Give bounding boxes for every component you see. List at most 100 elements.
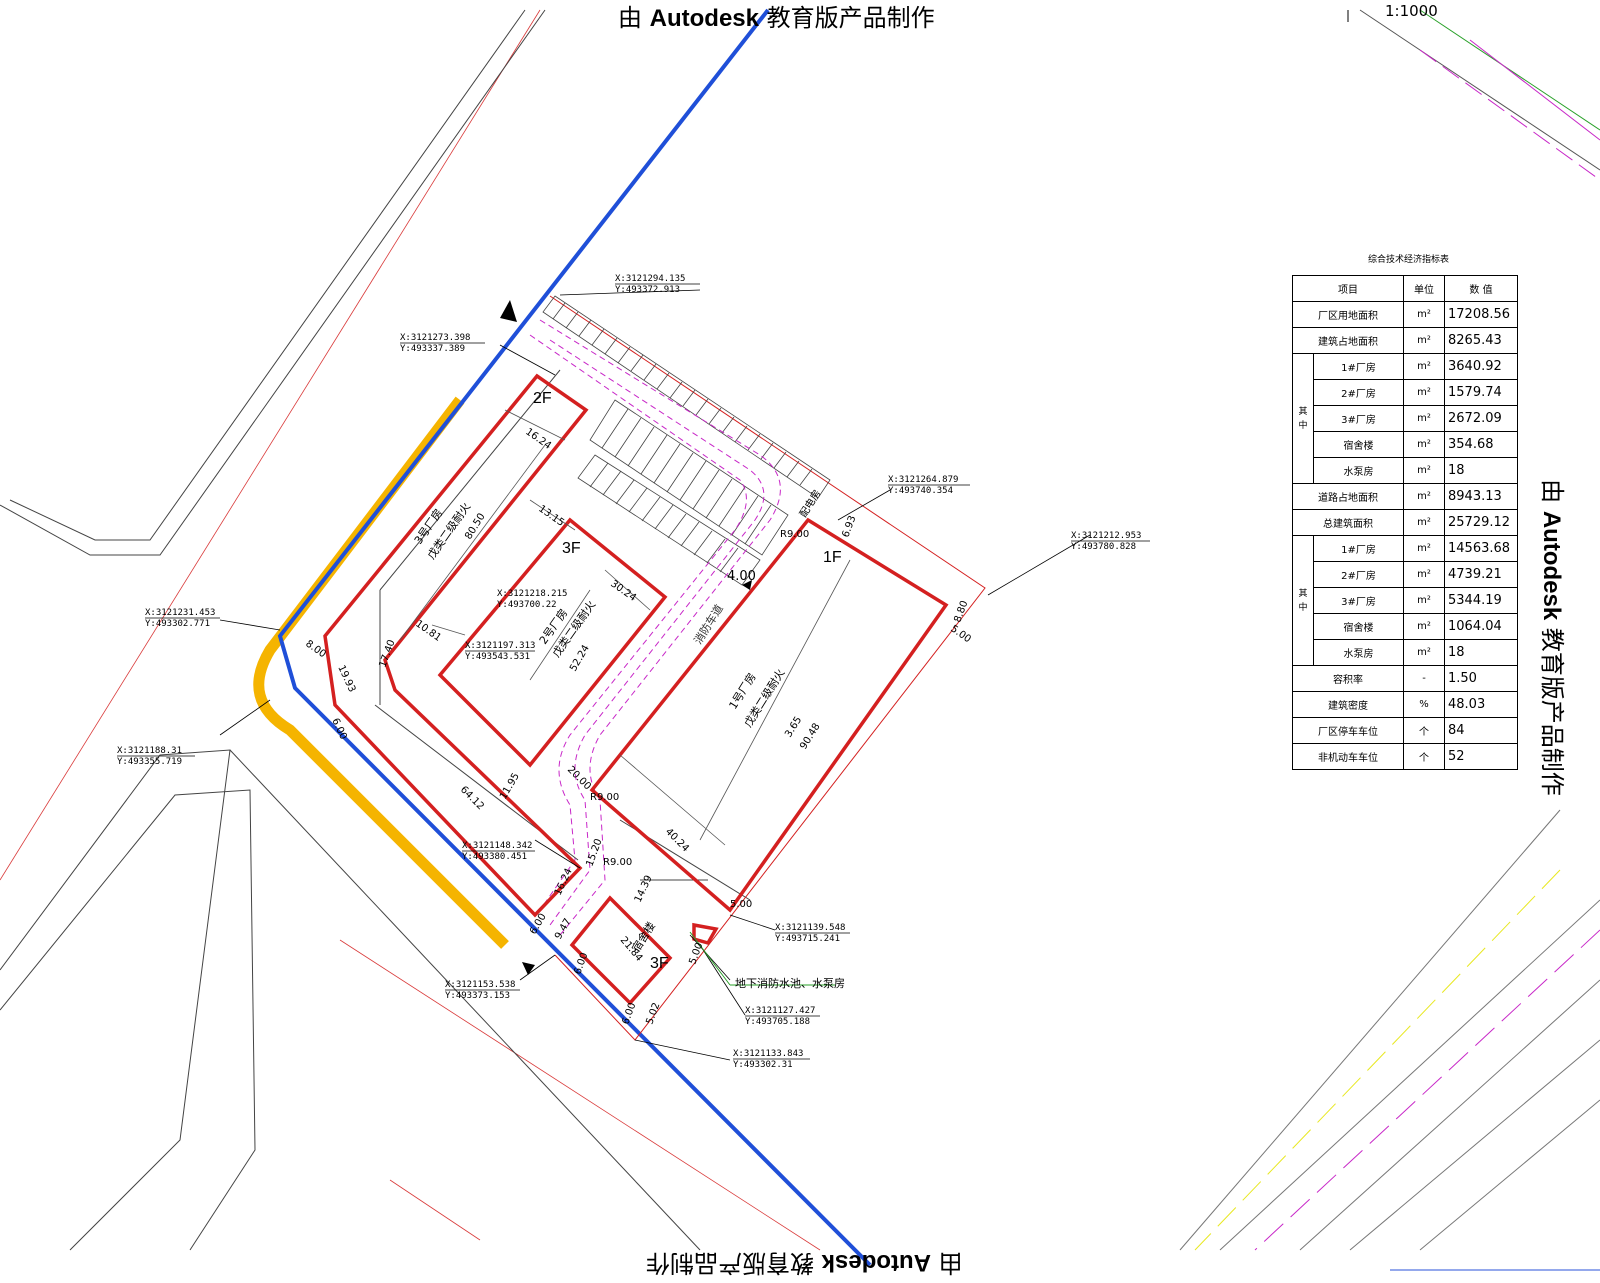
- dormitory-outline: [569, 895, 673, 1006]
- table-row: 容积率-1.50: [1292, 665, 1518, 692]
- coord-x-12: X:3121133.843: [733, 1049, 803, 1059]
- watermark-prefix: 由: [1537, 479, 1566, 511]
- table-cell-value: 2672.09: [1444, 405, 1518, 432]
- dim-19-93: 19.93: [335, 664, 357, 695]
- table-cell-value: 84: [1444, 717, 1518, 744]
- coordinate-underlines: [117, 283, 1150, 1060]
- dim-16-24-b: 16.24: [553, 867, 575, 898]
- table-cell-value: 48.03: [1444, 691, 1518, 718]
- table-cell-value: 1579.74: [1444, 379, 1518, 406]
- table-cell-item: 容积率: [1292, 665, 1404, 692]
- table-row: 建筑密度%48.03: [1292, 691, 1518, 718]
- dim-6-00-d: 6.00: [620, 1001, 638, 1026]
- table-cell-unit: 个: [1403, 743, 1445, 770]
- coord-y-5: Y:493302.771: [145, 619, 210, 629]
- watermark-brand: Autodesk: [1537, 510, 1565, 621]
- table-cell-value: 25729.12: [1444, 509, 1518, 536]
- watermark-brand: Autodesk: [649, 5, 759, 32]
- dim-52-24: 52.24: [568, 643, 592, 673]
- table-cell-unit: m²: [1403, 431, 1445, 458]
- building-2-floors: 3F: [562, 540, 581, 557]
- table-cell-unit: m²: [1403, 327, 1445, 354]
- fire-lane: [529, 319, 781, 936]
- fire-lane-label: 消防车道: [691, 602, 726, 647]
- watermark-suffix: 教育版产品制作: [759, 4, 935, 32]
- coord-y-10: Y:493373.153: [445, 991, 510, 1001]
- radius-3: R9.00: [603, 857, 632, 868]
- table-group-label: 其中: [1292, 535, 1314, 666]
- radius-1: R9.00: [780, 529, 809, 540]
- dim-64-12: 64.12: [458, 784, 486, 812]
- dim-40-24: 40.24: [663, 826, 691, 854]
- dim-6-93: 6.93: [840, 514, 858, 539]
- table-cell-unit: m²: [1403, 535, 1445, 562]
- coord-y-0: Y:493372.913: [615, 285, 680, 295]
- table-cell-value: 52: [1444, 743, 1518, 770]
- table-cell-item: 水泵房: [1313, 457, 1404, 484]
- pump-leader: [689, 931, 835, 986]
- elevation-label: 4.00: [727, 569, 756, 584]
- scale-label: 1:1000: [1385, 2, 1438, 20]
- table-cell-item: 3#厂房: [1313, 587, 1404, 614]
- watermark-suffix: 教育版产品制作: [1537, 620, 1566, 796]
- radius-2: R9.00: [590, 792, 619, 803]
- table-cell-item: 宿舍楼: [1313, 431, 1404, 458]
- table-cell-value: 8943.13: [1444, 483, 1518, 510]
- coord-x-0: X:3121294.135: [615, 274, 685, 284]
- dim-13-15: 13.15: [536, 503, 566, 528]
- table-cell-value: 8265.43: [1444, 327, 1518, 354]
- table-header-row: 项目 单位 数 值: [1292, 275, 1518, 302]
- yellow-access-strip: [253, 396, 509, 949]
- coord-x-3: X:3121212.953: [1071, 531, 1141, 541]
- coord-y-6: Y:493543.531: [465, 652, 530, 662]
- table-cell-value: 354.68: [1444, 431, 1518, 458]
- table-cell-item: 建筑占地面积: [1292, 327, 1404, 354]
- dim-6-00-a: 6.00: [329, 717, 348, 742]
- dim-5-02: 5.02: [644, 1001, 662, 1026]
- table-cell-unit: m²: [1403, 483, 1445, 510]
- dim-15-20: 15.20: [584, 837, 604, 868]
- table-cell-value: 14563.68: [1444, 535, 1518, 562]
- table-cell-unit: m²: [1403, 561, 1445, 588]
- building-3-floors: 2F: [533, 390, 552, 407]
- dimension-lines: [399, 409, 851, 846]
- header-unit: 单位: [1403, 275, 1445, 302]
- building-1-outline: [589, 517, 949, 913]
- table-cell-item: 3#厂房: [1313, 405, 1404, 432]
- table-cell-unit: m²: [1403, 639, 1445, 666]
- coord-x-8: X:3121148.342: [462, 841, 532, 851]
- table-cell-item: 厂区用地面积: [1292, 301, 1404, 328]
- watermark-prefix: 由: [618, 4, 650, 32]
- table-cell-unit: m²: [1403, 509, 1445, 536]
- table-cell-value: 3640.92: [1444, 353, 1518, 380]
- dim-14-39: 14.39: [633, 874, 655, 905]
- exit-arrow-icon: [522, 962, 535, 975]
- watermark-bottom: 由 Autodesk 教育版产品制作: [646, 1248, 963, 1283]
- coordinate-labels: X:3121294.135 Y:493372.913 X:3121273.398…: [117, 274, 1141, 1070]
- pump-room-outline: [692, 922, 719, 946]
- building-1-floors: 1F: [823, 549, 842, 566]
- watermark-top: 由 Autodesk 教育版产品制作: [618, 0, 935, 33]
- table-cell-item: 建筑密度: [1292, 691, 1404, 718]
- leader-lines: [219, 289, 1091, 1061]
- coord-y-11: Y:493705.188: [745, 1017, 810, 1027]
- dim-8-80: 8.80: [952, 599, 970, 624]
- red-site-boundary: [549, 295, 986, 1041]
- entrance-arrow-icon: [500, 300, 517, 322]
- dim-11-95: 11.95: [498, 771, 522, 801]
- dormitory-floors: 3F: [650, 955, 669, 972]
- coord-x-2: X:3121264.879: [888, 475, 958, 485]
- coord-x-4: X:3121218.215: [497, 589, 567, 599]
- coord-y-3: Y:493780.828: [1071, 542, 1136, 552]
- dim-5-00-b: 5.00: [948, 623, 973, 645]
- table-cell-unit: -: [1403, 665, 1445, 692]
- dim-6-00-b: 6.00: [528, 912, 549, 937]
